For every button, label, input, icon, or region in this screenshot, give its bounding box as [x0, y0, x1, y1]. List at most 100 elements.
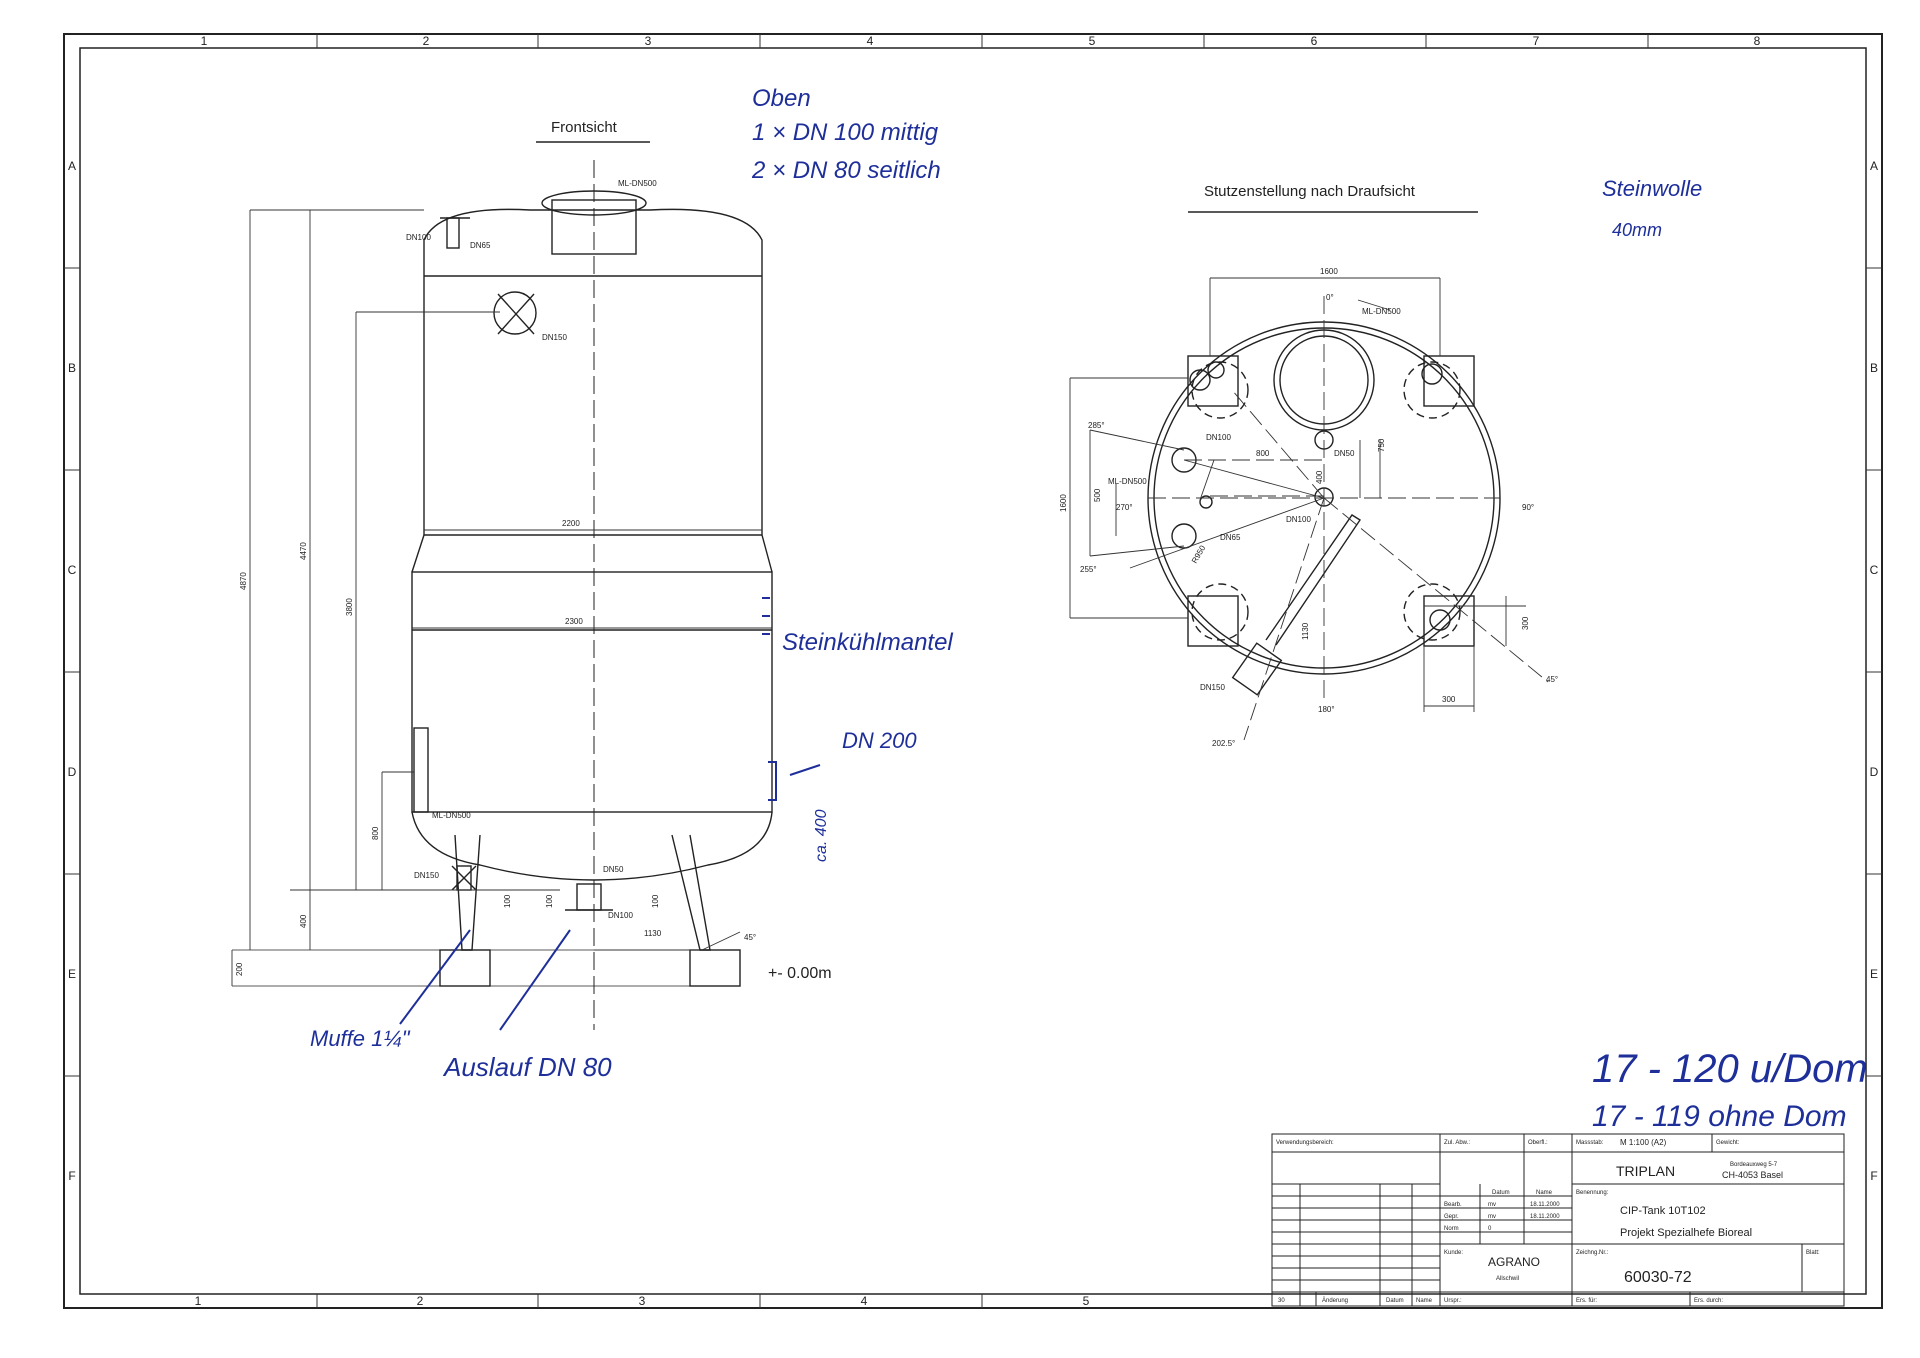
plan-dn150: DN150	[1200, 683, 1225, 692]
note-muffe: Muffe 1¼"	[310, 1026, 411, 1051]
front-view-title: Frontsicht	[551, 119, 618, 136]
label-dn150-top: DN150	[542, 333, 567, 342]
plan-dn100-center: DN100	[1286, 515, 1311, 524]
dim-800: 800	[371, 826, 380, 840]
plan-d800: 800	[1256, 449, 1270, 458]
row-label-left: A	[68, 159, 76, 173]
dim-400: 400	[299, 914, 308, 928]
tb-name: Name	[1536, 1190, 1553, 1196]
col-label-top: 8	[1754, 34, 1761, 48]
plan-a270: 270°	[1116, 503, 1133, 512]
note-40mm: 40mm	[1612, 220, 1662, 240]
row-label-left: B	[68, 361, 76, 375]
col-label-bottom: 3	[639, 1294, 646, 1308]
dim-4470: 4470	[299, 542, 308, 560]
tb-address2: CH-4053 Basel	[1722, 1170, 1783, 1180]
col-label-bottom: 1	[195, 1294, 202, 1308]
plan-d300a: 300	[1521, 616, 1530, 630]
plan-a2025: 202.5°	[1212, 739, 1235, 748]
tb-benennung-label: Benennung:	[1576, 1190, 1609, 1196]
tb-zeichnung: 60030-72	[1624, 1269, 1692, 1286]
row-label-left: D	[68, 765, 77, 779]
frame-grid	[64, 34, 1882, 1308]
tb-company: TRIPLAN	[1616, 1163, 1675, 1179]
tb-norm-name: 0	[1488, 1226, 1492, 1232]
row-label-left: E	[68, 967, 76, 981]
note-dn200: DN 200	[842, 728, 917, 753]
plan-a0: 0°	[1326, 293, 1334, 302]
row-label-right: D	[1870, 765, 1879, 779]
label-dn50: DN50	[603, 865, 624, 874]
plan-dn100-left: DN100	[1206, 433, 1231, 442]
front-dimension-lines	[231, 209, 772, 986]
row-label-right: F	[1870, 1169, 1877, 1183]
note-auslauf: Auslauf DN 80	[442, 1052, 612, 1082]
tb-bearb-date: 18.11.2000	[1530, 1202, 1560, 1208]
col-label-top: 6	[1311, 34, 1318, 48]
tb-gepr-name: mv	[1488, 1214, 1496, 1220]
plan-w1600: 1600	[1320, 267, 1338, 276]
col-label-bottom: 4	[861, 1294, 868, 1308]
label-angle-45: 45°	[744, 933, 756, 942]
tb-norm: Norm	[1444, 1226, 1459, 1232]
col-label-top: 4	[867, 34, 874, 48]
col-label-top: 2	[423, 34, 430, 48]
col-label-top: 5	[1089, 34, 1096, 48]
dim-100a: 100	[503, 894, 512, 908]
tb-blatt: Blatt:	[1806, 1250, 1820, 1256]
row-label-left: F	[68, 1169, 75, 1183]
tb-address1: Bordeauxweg 5-7	[1730, 1162, 1778, 1168]
plan-a285: 285°	[1088, 421, 1105, 430]
title-block	[1271, 1133, 1845, 1307]
col-label-top: 1	[201, 34, 208, 48]
tb-gepr: Gepr.	[1444, 1214, 1459, 1220]
tb-massstab: M 1:100 (A2)	[1620, 1138, 1667, 1147]
label-level: +- 0.00m	[768, 965, 832, 982]
tb-kunde-sub: Allschwil	[1496, 1276, 1519, 1282]
col-label-bottom: 5	[1083, 1294, 1090, 1308]
plan-a255: 255°	[1080, 565, 1097, 574]
dim-2200: 2200	[562, 519, 580, 528]
note-oben: Oben	[752, 85, 811, 112]
dim-100c: 100	[651, 894, 660, 908]
handwritten-marks	[399, 597, 821, 1031]
plan-ml-dn500-left: ML-DN500	[1108, 477, 1147, 486]
dim-1130: 1130	[644, 929, 662, 938]
tb-urspr: Urspr.:	[1444, 1298, 1462, 1304]
inner-frame	[79, 47, 1867, 1295]
tb-name2: Name	[1416, 1298, 1433, 1304]
label-ml-dn500-top: ML-DN500	[618, 179, 657, 188]
note-line1: 1 × DN 100 mittig	[752, 119, 939, 146]
label-dn100-bottom: DN100	[608, 911, 633, 920]
col-label-top: 7	[1533, 34, 1540, 48]
dim-200: 200	[235, 962, 244, 976]
front-view	[232, 141, 773, 987]
tb-datum2: Datum	[1386, 1298, 1404, 1304]
tb-ers-fuer: Ers. für:	[1576, 1298, 1597, 1304]
tb-ers-durch: Ers. durch:	[1694, 1298, 1723, 1304]
plan-ml-dn500: ML-DN500	[1362, 307, 1401, 316]
label-dn65: DN65	[470, 241, 491, 250]
tb-zeichnung-label: Zeichng.Nr.:	[1576, 1250, 1609, 1256]
note-kuehlmantel: Steinkühlmantel	[782, 629, 953, 656]
label-ml-dn500-side: ML-DN500	[432, 811, 471, 820]
col-label-top: 3	[645, 34, 652, 48]
tb-desc2: Projekt Spezialhefe Bioreal	[1620, 1227, 1752, 1239]
label-dn100: DN100	[406, 233, 431, 242]
tb-aenderung: Änderung	[1322, 1297, 1348, 1304]
note-line2: 2 × DN 80 seitlich	[751, 157, 941, 184]
tb-oberfl: Oberfl.:	[1528, 1140, 1548, 1146]
plan-d750: 750	[1377, 438, 1386, 452]
tb-gepr-date: 18.11.2000	[1530, 1214, 1560, 1220]
plan-dn50: DN50	[1334, 449, 1355, 458]
tb-kunde: AGRANO	[1488, 1255, 1540, 1269]
plan-a45: 45°	[1546, 675, 1558, 684]
dim-4870: 4870	[239, 572, 248, 590]
row-label-right: A	[1870, 159, 1878, 173]
plan-view-title: Stutzenstellung nach Draufsicht	[1204, 183, 1416, 200]
note-ref2: 17 - 119 ohne Dom	[1592, 1100, 1847, 1133]
note-ca400: ca. 400	[813, 809, 830, 862]
tb-rev: 30	[1278, 1298, 1285, 1304]
row-label-left: C	[68, 563, 77, 577]
